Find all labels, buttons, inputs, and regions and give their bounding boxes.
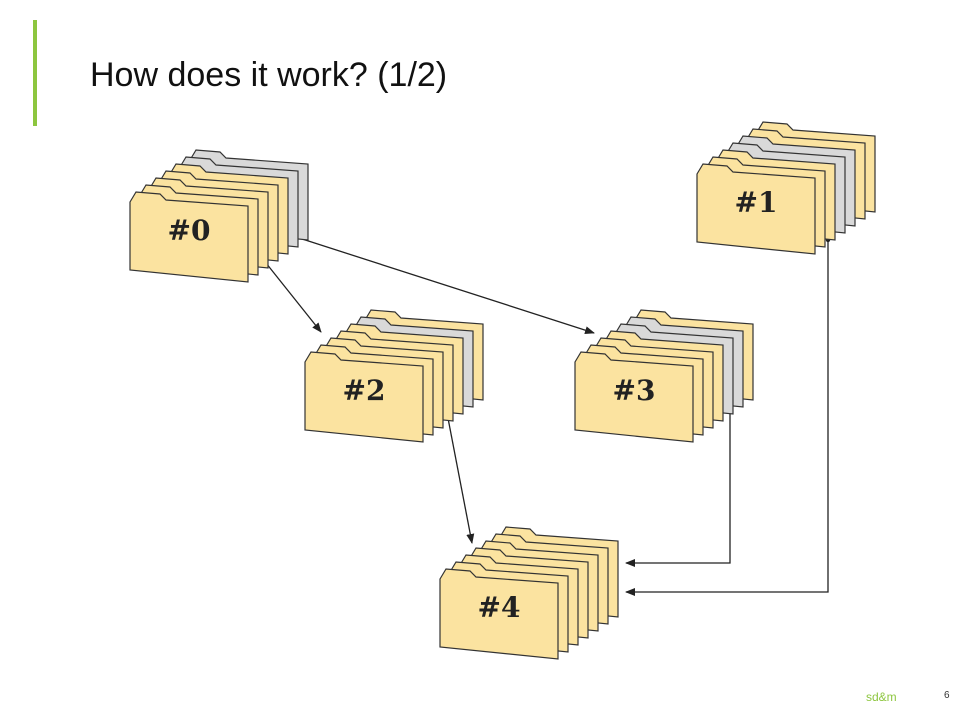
folder-label: #0 [168,214,211,247]
accent-bar [33,20,37,126]
folder-sheet [304,351,424,443]
edge-arrow [261,257,322,333]
page-number: 6 [944,690,950,701]
folder-label: #4 [478,591,521,624]
folder-sheet [574,351,694,443]
folder-stack-n1: #1 [696,121,876,255]
folder-label: #1 [735,186,778,219]
folder-sheet [696,163,816,255]
edge-arrow [625,408,731,567]
folder-sheet [129,191,249,283]
folder-stack-n0: #0 [129,149,309,283]
folder-stack-n4: #4 [439,526,619,660]
brand-logo-text: sd&m [866,690,897,704]
folder-label: #3 [613,374,656,407]
slide-title: How does it work? (1/2) [90,56,448,94]
edge-arrow [625,240,829,596]
folder-sheet [439,568,559,660]
folder-stack-n3: #3 [574,309,754,443]
folder-stack-n2: #2 [304,309,484,443]
edge-arrow [295,236,595,335]
folder-label: #2 [343,374,386,407]
nodes: #0 #1 #2 #3 #4 [129,121,876,660]
edge-arrow [446,412,475,544]
